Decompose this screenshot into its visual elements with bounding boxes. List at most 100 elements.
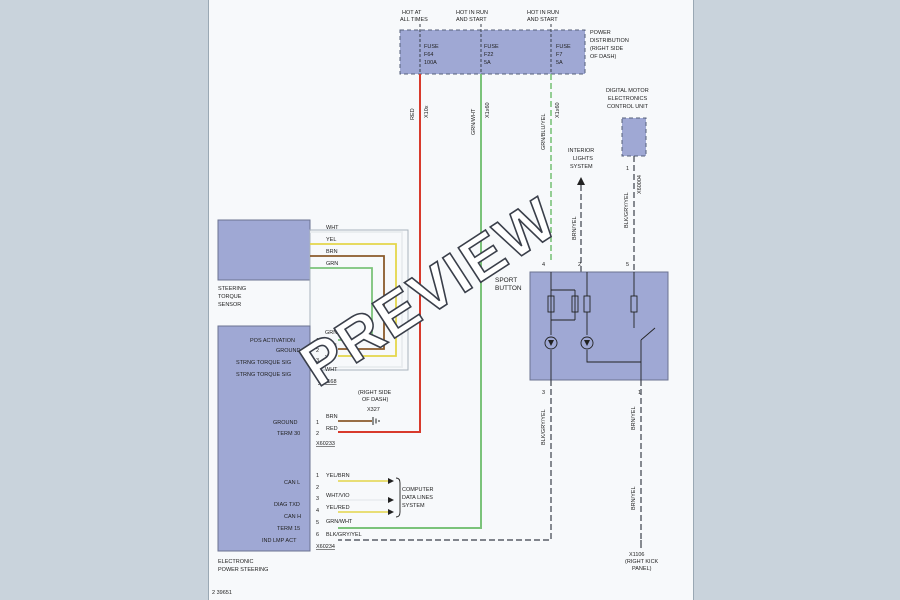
interior-lights-arrow-icon [577,177,585,185]
sport-pin-4: 4 [542,262,545,268]
kick-panel-label-1: (RIGHT KICK [625,559,659,565]
eps-data-pin-6: 6 [316,532,319,538]
feed-1-label-2: ALL TIMES [400,17,428,23]
fuse-3-text-2: F7 [556,52,562,58]
eps-data-pin-5: 5 [316,520,319,526]
sensor-wire-label-brn: BRN [326,249,338,255]
eps-sensor-pin-2: 2 [316,348,319,354]
dme-label-3: CONTROL UNIT [607,104,649,110]
kick-panel-label-2: PANEL) [632,566,652,572]
ind-lamp-wire-label-vert: BLK/GRY/YEL [541,409,547,445]
interior-lights-label-1: INTERIOR [568,148,594,154]
sensor-wire-yel [310,243,397,357]
sport-pin-2: 2 [578,262,581,268]
red-wire-term30 [338,74,421,433]
data-system-label-2: DATA LINES [402,495,433,501]
eps-sensor-pin-label-2: GROUND [276,348,300,354]
feed-1-label-1: HOT AT [402,10,422,16]
sensor-wire-label-wht: WHT [326,225,339,231]
eps-data-pin-label-1: CAN L [284,480,300,486]
eps-sensor-pin-3: 3 [316,358,319,364]
power-dist-label-2: DISTRIBUTION [590,38,629,44]
eps-sensor-wire-4: WHT [325,367,338,373]
data-system-label-3: SYSTEM [402,503,425,509]
eps-data-pin-4: 4 [316,508,319,514]
wire-label-grn-wht: GRN/WHT [471,108,477,135]
figure-id: 2 39651 [212,590,232,596]
fuse-1-text-2: F64 [424,52,433,58]
sport-led-2-diode-icon [584,340,590,346]
data-system-label-1: COMPUTER [402,487,434,493]
eps-data-wire-6: BLK/GRY/YEL [326,532,362,538]
sensor-label-1: STEERING [218,286,246,292]
power-dist-label-1: POWER [590,30,611,36]
eps-data-connector: X60234 [316,544,335,550]
eps-data-wire-4: YEL/RED [326,505,350,511]
sensor-harness-frame [309,229,409,371]
eps-data-pin-3: 3 [316,496,319,502]
feed-2-label-1: HOT IN RUN [456,10,488,16]
eps-power-pin-1: 1 [316,420,319,426]
dme-connector: X60004 [637,175,643,194]
sport-pin-1: 1 [638,390,641,396]
steering-torque-sensor-box [217,219,311,281]
power-distribution-box [399,29,586,75]
sensor-label-3: SENSOR [218,302,241,308]
sensor-wire-label-grn: GRN [326,261,338,267]
eps-label-2: POWER STEERING [218,567,268,573]
fuse-1-text-1: FUSE [424,44,439,50]
eps-data-wire-1: YEL/BRN [326,473,350,479]
interior-lights-label-3: SYSTEM [570,164,593,170]
kick-wire-label-1: BRN/YEL [631,406,637,430]
eps-data-pin-label-5: TERM 15 [277,526,300,532]
eps-label-1: ELECTRONIC [218,559,253,565]
sport-led-2-icon [580,336,594,350]
feed-2-label-2: AND START [456,17,487,23]
ground-ref: X327 [367,407,380,413]
wire-label-grn-blu-yel: GRN/BLU/YEL [541,114,547,150]
fuse-3-pin: X1x60 [555,102,561,118]
eps-data-pin-2: 2 [316,485,319,491]
dme-pin: 1 [626,166,629,172]
sensor-label-2: TORQUE [218,294,242,300]
data-lines-bracket [395,477,401,518]
power-dist-label-4: OF DASH) [590,54,616,60]
sensor-wire-grn [310,267,373,341]
eps-power-pin-2: 2 [316,431,319,437]
sport-led-1-icon [544,336,558,350]
grn-wht-wire-term15 [338,74,482,529]
kick-panel-ref: X1106 [629,552,645,558]
dme-wire-label: BLK/GRY/YEL [624,192,630,228]
fuse-3-text-3: 5A [556,60,563,66]
fuse-3-text-1: FUSE [556,44,571,50]
eps-data-wire-5: GRN/WHT [326,519,353,525]
eps-power-pin-label-1: GROUND [273,420,297,426]
sensor-wire-brn [310,255,385,350]
sport-button-internals [547,272,656,380]
fuse-1-pin: X10x [424,105,430,118]
kick-wire-label-2: BRN/YEL [631,486,637,510]
dme-box [621,117,647,157]
sensor-wire-wht [310,231,403,368]
eps-power-wire-1: BRN [326,414,338,420]
eps-data-pin-label-6: IND LMP ACT [262,538,297,544]
fuse-2-text-3: 5A [484,60,491,66]
eps-module-box [217,325,311,552]
preview-watermark: PREVIEW [289,184,569,399]
can-l-arrow-icon [388,478,394,484]
sport-led-1-diode-icon [548,340,554,346]
fuse-2-text-2: F22 [484,52,493,58]
eps-sensor-pin-label-4: STRNG TORQUE SIG [236,372,291,378]
power-dist-label-3: (RIGHT SIDE [590,46,624,52]
feed-3-label-1: HOT IN RUN [527,10,559,16]
eps-sensor-pin-1: 1 [316,338,319,344]
sport-pin-5: 5 [626,262,629,268]
eps-sensor-connector: X01168 [318,379,337,385]
dme-label-1: DIGITAL MOTOR [606,88,649,94]
eps-power-connector: X60233 [316,441,335,447]
dme-label-2: ELECTRONICS [608,96,647,102]
sensor-wire-label-yel: YEL [326,237,336,243]
sport-pin-3: 3 [542,390,545,396]
eps-data-wire-3: WHT/VIO [326,493,350,499]
